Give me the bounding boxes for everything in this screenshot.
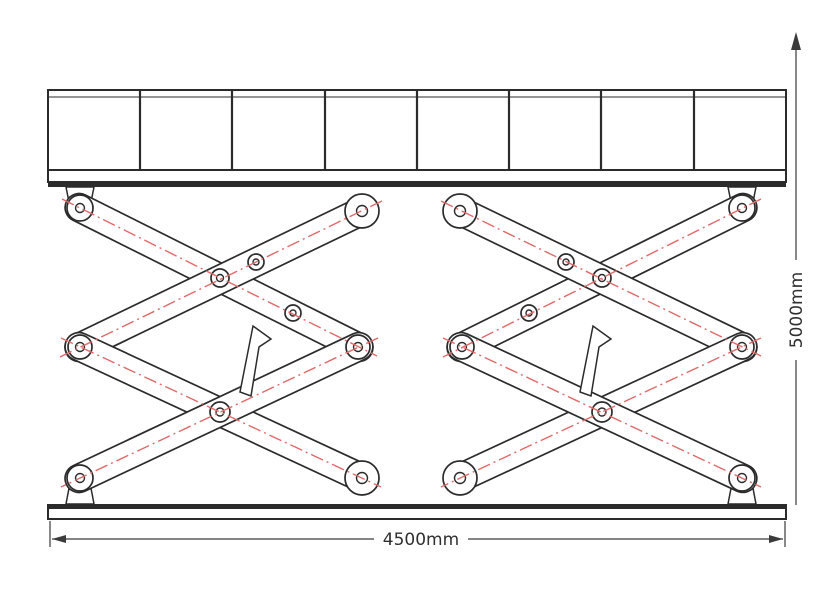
cylinder-bracket: [239, 324, 273, 398]
pivot-pin: [74, 341, 86, 353]
pivot-pin: [453, 204, 467, 218]
pivot-pin: [597, 407, 607, 417]
pivot-pin: [736, 202, 748, 214]
arm-centerline: [61, 198, 378, 357]
pivot-pin: [215, 407, 225, 417]
arm-centerline: [60, 337, 382, 488]
centerlines: [59, 198, 762, 488]
deck-band: [47, 169, 787, 183]
label-backing: [786, 260, 806, 360]
arm-centerline: [442, 337, 762, 488]
arrow-right-icon: [769, 535, 783, 543]
pivot-pin: [74, 202, 86, 214]
width-dimension: 4500mm: [49, 521, 786, 550]
platform-railing: [47, 89, 787, 171]
cylinder-bracket: [579, 324, 613, 398]
mount-plates: [65, 186, 757, 505]
left-pivots: [66, 193, 380, 496]
pivot-pin: [597, 273, 607, 283]
right-scissor-mechanism: [444, 192, 758, 494]
pivot-pin: [355, 204, 369, 218]
width-dimension-label: 4500mm: [383, 530, 459, 550]
right-pivots: [442, 193, 756, 496]
left-scissor-mechanism: [64, 192, 378, 494]
base-frame: [47, 504, 787, 520]
arm-centerline: [60, 337, 379, 488]
arrow-up-icon: [791, 32, 801, 50]
platform-deck: [47, 169, 787, 187]
height-dimension-label: 5000mm: [787, 272, 807, 348]
arm-centerline: [440, 337, 762, 488]
pivot-pin: [215, 273, 225, 283]
arm-centerline: [59, 200, 383, 358]
arrow-left-icon: [52, 535, 66, 543]
height-dimension: 5000mm: [786, 32, 807, 505]
